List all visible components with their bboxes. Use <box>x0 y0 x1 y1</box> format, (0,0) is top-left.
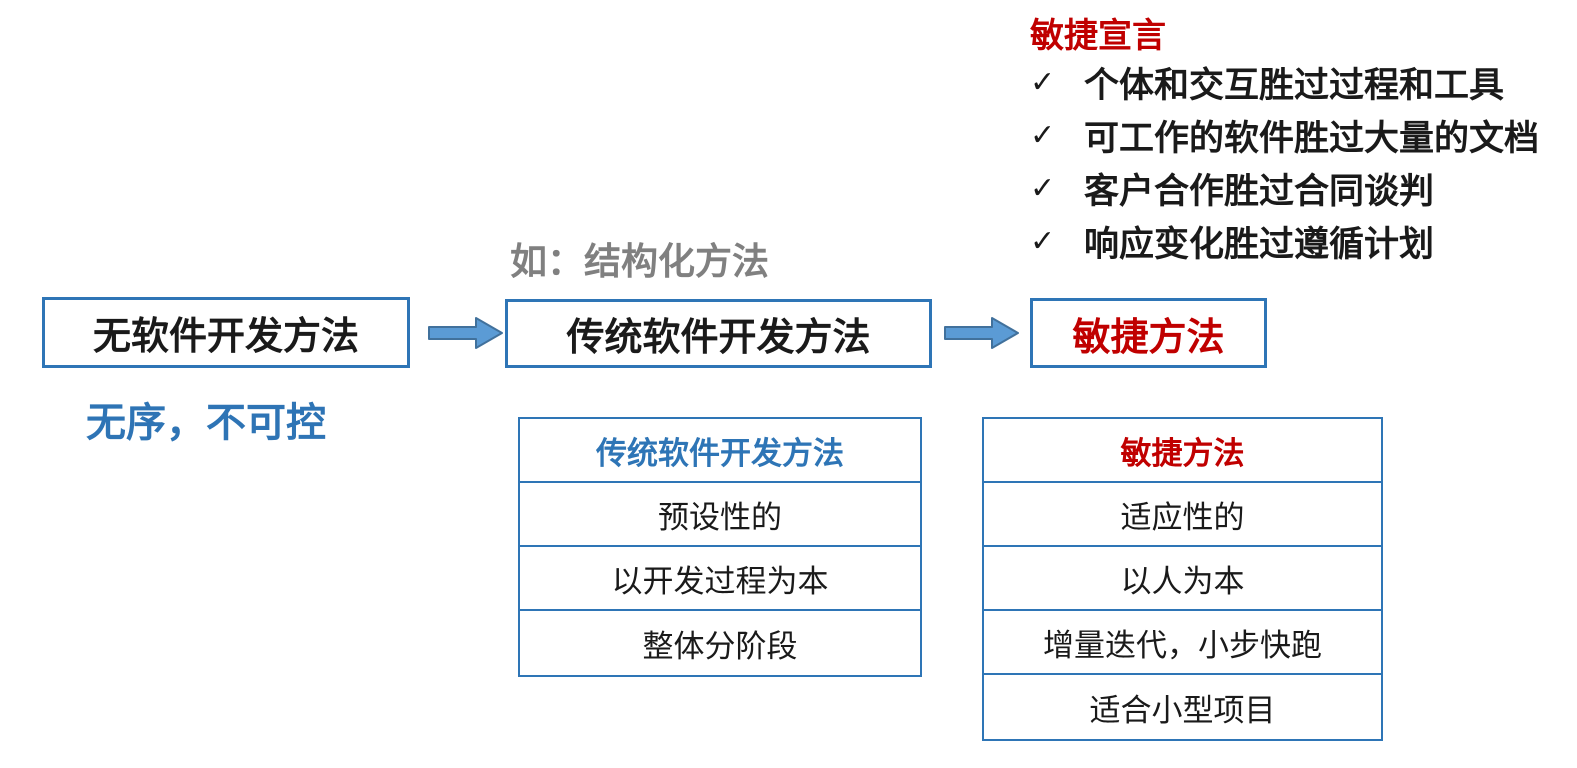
table-header: 传统软件开发方法 <box>520 419 920 483</box>
checkmark-icon: ✓ <box>1030 172 1056 205</box>
manifesto-item: ✓ 响应变化胜过遵循计划 <box>1030 215 1539 268</box>
manifesto-item: ✓ 可工作的软件胜过大量的文档 <box>1030 109 1539 162</box>
table-row: 增量迭代，小步快跑 <box>984 611 1381 675</box>
flow-box-traditional-method: 传统软件开发方法 <box>505 299 932 368</box>
manifesto-item-text: 个体和交互胜过过程和工具 <box>1084 66 1505 105</box>
checkmark-icon: ✓ <box>1030 119 1056 152</box>
checkmark-icon: ✓ <box>1030 225 1056 258</box>
agile-manifesto-block: 敏捷宣言 ✓ 个体和交互胜过过程和工具 ✓ 可工作的软件胜过大量的文档 ✓ 客户… <box>1030 16 1539 268</box>
right-arrow-icon <box>944 317 1019 349</box>
table-header: 敏捷方法 <box>984 419 1381 483</box>
traditional-method-table: 传统软件开发方法 预设性的 以开发过程为本 整体分阶段 <box>518 417 922 677</box>
table-row: 以人为本 <box>984 547 1381 611</box>
table-row: 适合小型项目 <box>1089 692 1276 728</box>
structured-method-note: 如：结构化方法 <box>510 241 769 282</box>
agile-method-table: 敏捷方法 适应性的 以人为本 增量迭代，小步快跑 适合小型项目 <box>982 417 1383 741</box>
flow-box-agile-method: 敏捷方法 <box>1030 298 1267 368</box>
checkmark-icon: ✓ <box>1030 66 1056 99</box>
manifesto-item-text: 可工作的软件胜过大量的文档 <box>1084 119 1540 158</box>
table-row: 适应性的 <box>984 483 1381 547</box>
manifesto-item-text: 客户合作胜过合同谈判 <box>1084 172 1435 211</box>
manifesto-item-text: 响应变化胜过遵循计划 <box>1084 225 1435 264</box>
right-arrow-icon <box>428 317 503 349</box>
manifesto-item: ✓ 个体和交互胜过过程和工具 <box>1030 56 1539 109</box>
manifesto-item: ✓ 客户合作胜过合同谈判 <box>1030 162 1539 215</box>
flow-box-no-method: 无软件开发方法 <box>42 297 410 368</box>
table-row: 整体分阶段 <box>642 628 798 664</box>
agile-manifesto-title: 敏捷宣言 <box>1030 17 1166 55</box>
unordered-uncontrollable-note: 无序，不可控 <box>86 401 326 445</box>
table-row: 以开发过程为本 <box>520 547 920 611</box>
table-row: 预设性的 <box>520 483 920 547</box>
